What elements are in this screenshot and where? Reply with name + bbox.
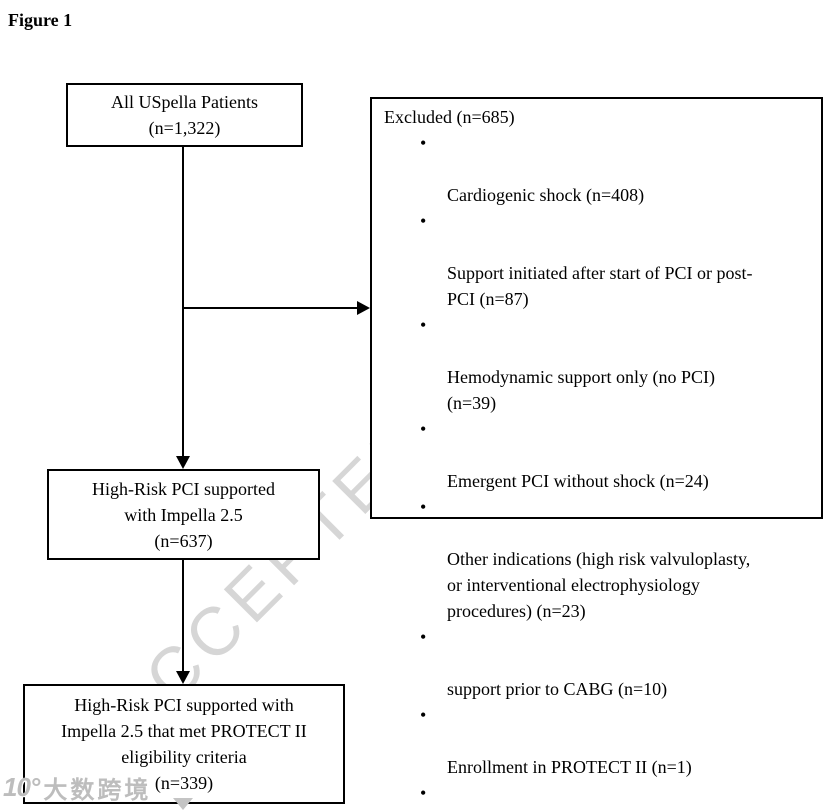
box-all-uspella-patients: All USpella Patients (n=1,322) [66,83,303,147]
arrowhead-down-bottom-icon [176,671,190,684]
excluded-item: • Incomplete data (n=1) [384,780,813,810]
connector-middle-to-bottom [182,559,184,673]
excluded-item-text: Other indications (high risk valvuloplas… [447,549,751,621]
box-protect2-eligible-text: High-Risk PCI supported with Impella 2.5… [61,695,307,793]
excluded-list: • Cardiogenic shock (n=408) • Support in… [384,130,813,810]
excluded-item: • Other indications (high risk valvulopl… [384,494,813,624]
arrowhead-right-excluded-icon [357,301,370,315]
watermark-logo-text: 大数跨境 [43,776,152,804]
list-marker: • [420,705,427,725]
list-marker: • [420,315,427,335]
list-marker: • [420,211,427,231]
list-marker: • [420,627,427,647]
box-highrisk-pci-impella25-text: High-Risk PCI supported with Impella 2.5… [91,478,275,551]
list-marker: • [420,419,427,439]
list-marker: • [420,783,427,803]
cutoff-arrowhead-icon [173,798,193,810]
excluded-item-text: Support initiated after start of PCI or … [447,263,753,309]
site-watermark: 10° 大数跨境 [3,770,151,805]
watermark-logo-icon: 10° [3,772,40,802]
excluded-item-text: Enrollment in PROTECT II (n=1) [447,757,692,777]
box-all-uspella-patients-text: All USpella Patients (n=1,322) [111,92,258,138]
connector-to-excluded [182,307,359,309]
excluded-item: • Support initiated after start of PCI o… [384,208,813,312]
list-marker: • [420,497,427,517]
box-highrisk-pci-impella25: High-Risk PCI supported with Impella 2.5… [47,469,320,560]
arrowhead-down-middle-icon [176,456,190,469]
excluded-item: • support prior to CABG (n=10) [384,624,813,702]
excluded-item-text: Emergent PCI without shock (n=24) [447,471,709,491]
excluded-item: • Emergent PCI without shock (n=24) [384,416,813,494]
connector-top-to-middle [182,146,184,458]
excluded-item-text: support prior to CABG (n=10) [447,679,668,699]
box-protect2-eligible: High-Risk PCI supported with Impella 2.5… [23,684,345,804]
excluded-title: Excluded (n=685) [384,107,515,127]
list-marker: • [420,133,427,153]
excluded-item-text: Hemodynamic support only (no PCI) (n=39) [447,367,715,413]
excluded-item: • Enrollment in PROTECT II (n=1) [384,702,813,780]
excluded-item: • Hemodynamic support only (no PCI) (n=3… [384,312,813,416]
figure-label: Figure 1 [8,10,73,30]
box-excluded: Excluded (n=685) • Cardiogenic shock (n=… [370,97,823,803]
excluded-item-text: Cardiogenic shock (n=408) [447,185,645,205]
excluded-item: • Cardiogenic shock (n=408) [384,130,813,208]
